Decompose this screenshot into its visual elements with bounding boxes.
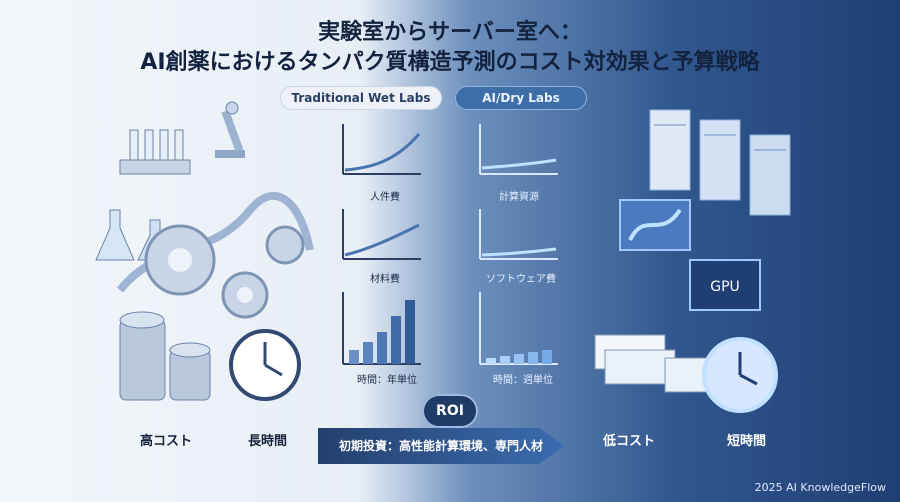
clock-icon xyxy=(702,337,778,413)
protein-icon xyxy=(619,199,691,251)
left-time-label: 長時間 xyxy=(248,434,288,449)
cash-icon xyxy=(594,334,711,393)
right-panel-label: AI/Dry Labs xyxy=(455,86,587,110)
right-chart-2-label: ソフトウェア費 xyxy=(486,274,556,285)
left-chart-2 xyxy=(335,205,425,263)
footer-credit: 2025 AI KnowledgeFlow xyxy=(754,481,886,494)
roi-badge: ROI xyxy=(422,394,478,428)
left-chart-2-label: 材料費 xyxy=(370,274,400,285)
server-illustration: GPU xyxy=(594,109,791,413)
right-cost-label: 低コスト xyxy=(603,434,656,449)
gpu-label: GPU xyxy=(710,279,740,295)
test-tubes-icon xyxy=(119,129,191,175)
right-chart-3 xyxy=(472,288,562,368)
investment-banner: 初期投資：高性能計算環境、専門人材 xyxy=(318,428,564,464)
left-cost-label: 高コスト xyxy=(140,434,193,449)
left-chart-1 xyxy=(335,120,425,178)
clock-icon xyxy=(229,329,301,401)
right-time-label: 短時間 xyxy=(727,434,767,449)
left-panel-label: Traditional Wet Labs xyxy=(280,86,442,110)
server-icon xyxy=(649,109,791,216)
coins-icon xyxy=(119,311,211,401)
lab-illustration xyxy=(95,101,314,401)
right-chart-1 xyxy=(472,120,562,178)
gear-icon xyxy=(144,224,305,319)
left-chart-3-label: 時間：年単位 xyxy=(357,375,417,386)
right-chart-1-label: 計算資源 xyxy=(499,192,539,203)
right-chart-3-label: 時間：週単位 xyxy=(493,375,553,386)
title-line-2: AI創薬におけるタンパク質構造予測のコスト対効果と予算戦略 xyxy=(140,50,760,75)
left-chart-1-label: 人件費 xyxy=(370,192,400,203)
left-chart-3 xyxy=(335,288,425,368)
gpu-chip-icon: GPU xyxy=(689,259,761,311)
right-chart-2 xyxy=(472,205,562,263)
microscope-icon xyxy=(215,101,245,158)
title-line-1: 実験室からサーバー室へ： xyxy=(318,20,582,45)
